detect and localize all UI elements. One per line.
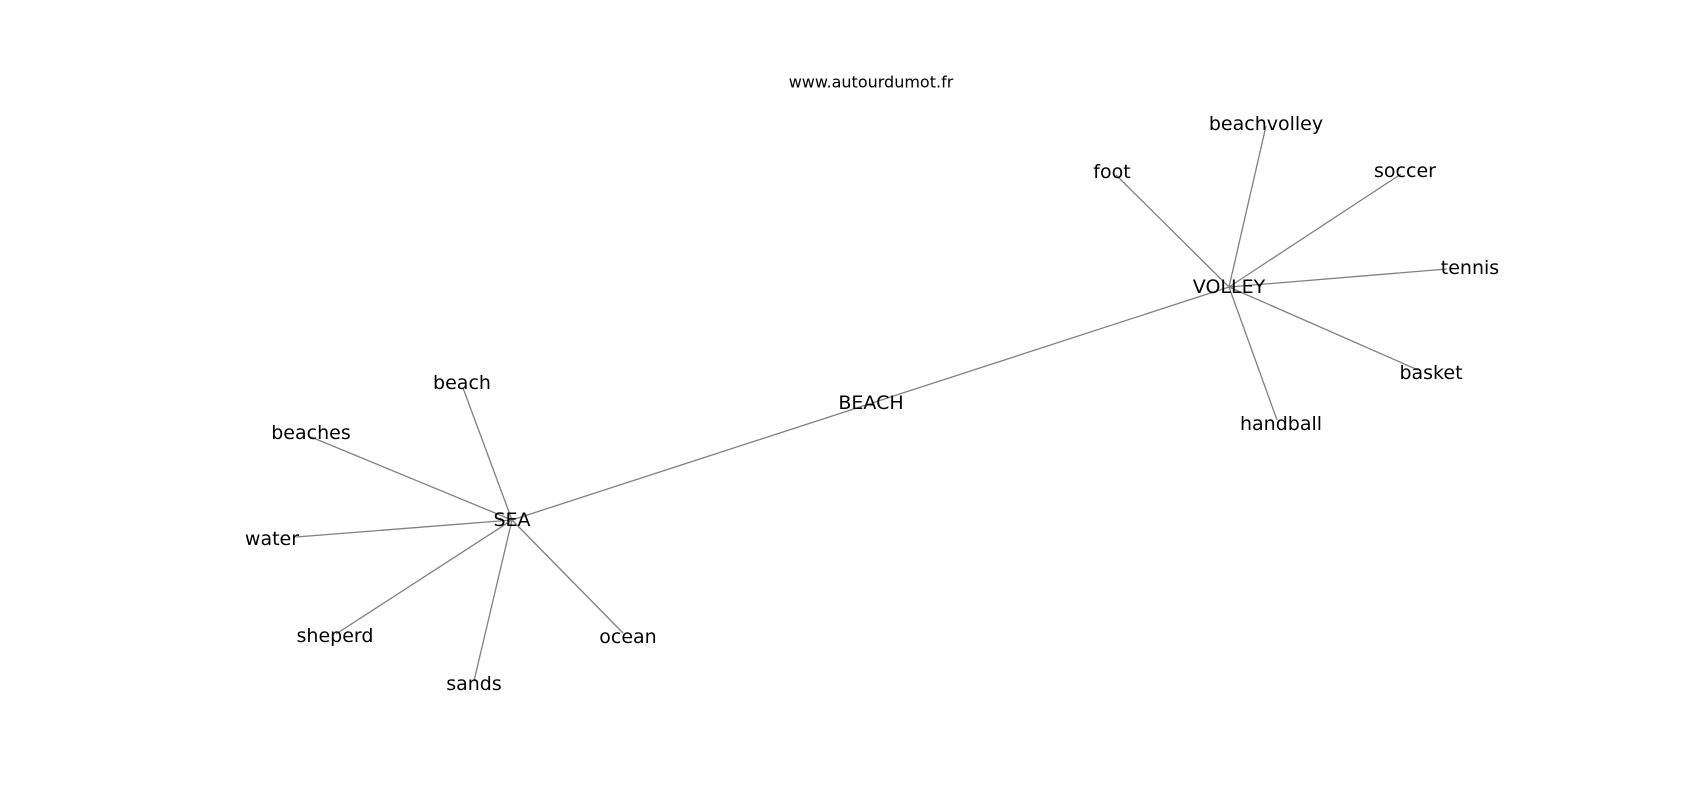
- watermark-text: www.autourdumot.fr: [789, 73, 954, 92]
- node-label-handball: handball: [1240, 413, 1322, 435]
- node-label-foot: foot: [1093, 161, 1130, 183]
- node-label-beach: BEACH: [838, 392, 903, 414]
- node-label-water: water: [245, 528, 299, 550]
- node-label-beachvolley: beachvolley: [1209, 113, 1323, 135]
- edge-sea-water: [295, 519, 513, 538]
- edge-volley-basket: [1228, 286, 1419, 371]
- node-label-sea: SEA: [493, 509, 530, 531]
- node-label-beach: beach: [433, 372, 491, 394]
- node-label-basket: basket: [1399, 362, 1462, 384]
- edge-sea-sands: [473, 519, 513, 682]
- node-layer: BEACH SEA VOLLEY beach beaches water sheperd sa…: [245, 113, 1499, 695]
- edge-sea-volley: [511, 286, 1230, 521]
- edge-sea-ocean: [511, 519, 624, 634]
- edge-volley-beachvolley: [1228, 125, 1267, 288]
- node-label-soccer: soccer: [1374, 160, 1436, 182]
- edge-sea-beaches: [310, 436, 513, 521]
- node-label-sands: sands: [446, 673, 502, 695]
- node-label-volley: VOLLEY: [1193, 276, 1266, 298]
- node-label-tennis: tennis: [1441, 257, 1499, 279]
- edge-sea-beach: [462, 387, 513, 521]
- edge-volley-soccer: [1228, 173, 1402, 288]
- edge-layer: [295, 125, 1448, 682]
- edge-sea-sheperd: [335, 519, 513, 635]
- node-label-ocean: ocean: [599, 626, 656, 648]
- edge-volley-handball: [1228, 286, 1278, 421]
- edge-volley-tennis: [1228, 268, 1448, 288]
- node-label-beaches: beaches: [271, 422, 350, 444]
- node-label-sheperd: sheperd: [297, 625, 374, 647]
- edge-volley-foot: [1115, 174, 1230, 288]
